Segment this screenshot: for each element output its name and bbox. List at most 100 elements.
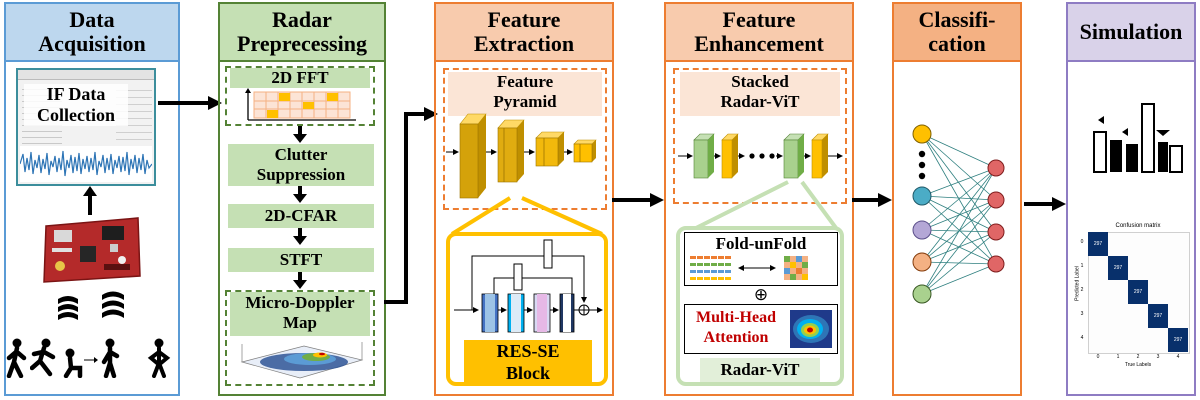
pyramid-block-1 (459, 113, 487, 199)
stacked-radar-vit-box (673, 68, 847, 204)
output-node-3 (987, 223, 1005, 241)
fold-unfold-label: Fold-unFold (715, 234, 807, 253)
arrow-board-to-software (83, 186, 97, 215)
col-tick-3: 3 (1156, 354, 1160, 360)
arrow-clutter-to-cfar (293, 186, 307, 203)
software-screenshot (16, 68, 156, 186)
micro-doppler-box (225, 290, 375, 386)
if-signal-waveform (20, 146, 152, 182)
multi-head-attention-label: Multi-Head Attention (696, 309, 776, 346)
step-clutter-suppression: Clutter Suppression (228, 144, 374, 186)
arrow-enhancement-to-classification (852, 193, 892, 207)
zoom-connector-enhancement (695, 180, 838, 230)
data-acquisition-title: Data Acquisition (6, 4, 178, 62)
folded-grid (784, 256, 808, 280)
fft-grid-icon (245, 88, 356, 121)
gesture-icon-right (102, 291, 124, 318)
row-tick-1: 1 (1080, 263, 1084, 269)
arrow-stft-to-map (293, 272, 307, 289)
output-node-2 (987, 191, 1005, 209)
input-node-2 (912, 186, 932, 206)
diag-cell-2: 297 (1128, 280, 1148, 304)
res-se-block-label: RES-SE Block (464, 340, 592, 386)
arrow-cfar-to-stft (293, 228, 307, 245)
data-acquisition-panel: Data Acquisition (4, 2, 180, 396)
row-tick-0: 0 (1080, 239, 1084, 245)
radar-board-icon (43, 217, 141, 283)
arrow-acquisition-to-preprocessing (158, 96, 222, 110)
input-node-5 (912, 284, 932, 304)
pyramid-block-2 (497, 119, 525, 183)
micro-doppler-surface-plot (240, 342, 364, 379)
simulation-panel: Simulation (1066, 2, 1196, 396)
plus-symbol: ⊕ (753, 285, 769, 304)
diag-cell-0: 297 (1088, 232, 1108, 256)
arrow-extraction-to-enhancement (612, 193, 664, 207)
radar-vit-label: Radar-ViT (700, 358, 820, 382)
radar-vit-detail-box (676, 226, 844, 386)
token-rows (690, 256, 731, 280)
standing-person-icon (101, 338, 120, 378)
feature-pyramid-diagram (446, 113, 597, 199)
diag-cell-1: 297 (1108, 256, 1128, 280)
screenshot-toolbar (18, 70, 154, 80)
if-data-collection-label: IF Data Collection (24, 84, 128, 126)
arrow-classification-to-simulation (1024, 197, 1066, 211)
fft-box (225, 66, 375, 126)
arrow-preprocessing-to-extraction (384, 107, 438, 304)
fold-unfold-diagram (690, 256, 808, 280)
running-person-icon (30, 338, 56, 377)
kneeling-person-icon (63, 348, 83, 378)
pyramid-block-4 (573, 139, 597, 163)
stacked-vit-diagram (678, 133, 843, 179)
walking-person-icon (6, 338, 27, 378)
input-node-1 (912, 124, 932, 144)
step-2d-fft: 2D FFT (230, 68, 370, 88)
output-node-4 (987, 255, 1005, 273)
attention-heatmap (790, 310, 832, 348)
diag-cell-3: 297 (1148, 304, 1168, 328)
zoom-connector-extraction (450, 196, 603, 236)
stacked-radar-vit-label: Stacked Radar-ViT (680, 72, 840, 116)
row-tick-2: 2 (1080, 287, 1084, 293)
arrow-fft-to-clutter (293, 126, 307, 143)
simulation-title: Simulation (1068, 4, 1194, 62)
step-2d-cfar: 2D-CFAR (228, 204, 374, 228)
vit-block-4 (811, 133, 829, 179)
vit-block-1 (693, 133, 715, 179)
gesture-icon-left (58, 296, 78, 320)
classification-title: Classifi- cation (894, 4, 1020, 62)
col-tick-4: 4 (1176, 354, 1180, 360)
radar-preprocessing-title: Radar Preprecessing (220, 4, 384, 62)
input-node-3 (912, 220, 932, 240)
confusion-matrix-title: Confusion matrix (1115, 223, 1161, 229)
classification-panel: Classifi- cation (892, 2, 1022, 396)
feature-pyramid-label: Feature Pyramid (448, 72, 602, 116)
row-tick-3: 3 (1080, 311, 1084, 317)
col-tick-0: 0 (1096, 354, 1100, 360)
vit-block-2 (721, 133, 739, 179)
neural-network-diagram (912, 124, 1005, 304)
col-tick-2: 2 (1136, 354, 1140, 360)
feature-enhancement-title: Feature Enhancement (666, 4, 852, 62)
res-se-block-diagram (454, 239, 603, 333)
pyramid-block-3 (535, 131, 565, 167)
radar-preprocessing-panel: Radar Preprecessing (218, 2, 386, 396)
row-tick-4: 4 (1080, 335, 1084, 341)
col-tick-1: 1 (1116, 354, 1120, 360)
output-node-1 (987, 159, 1005, 177)
sequence-arrow-icon (84, 357, 98, 363)
feature-extraction-title: Feature Extraction (436, 4, 612, 62)
confusion-matrix-xlabel: True Labels (1124, 362, 1152, 368)
input-node-4 (912, 252, 932, 272)
feature-extraction-panel: Feature Extraction (434, 2, 614, 396)
vit-block-3 (783, 133, 805, 179)
feature-pyramid-box (443, 68, 607, 210)
step-stft: STFT (228, 248, 374, 272)
diag-cell-4: 297 (1168, 328, 1188, 352)
hands-on-hips-person-icon (147, 338, 171, 378)
confusion-matrix: Confusion matrix Predicted Label 0 1 2 3… (1070, 222, 1192, 394)
step-micro-doppler-map: Micro-Doppler Map (230, 292, 370, 336)
result-bar-icon (1093, 103, 1183, 173)
